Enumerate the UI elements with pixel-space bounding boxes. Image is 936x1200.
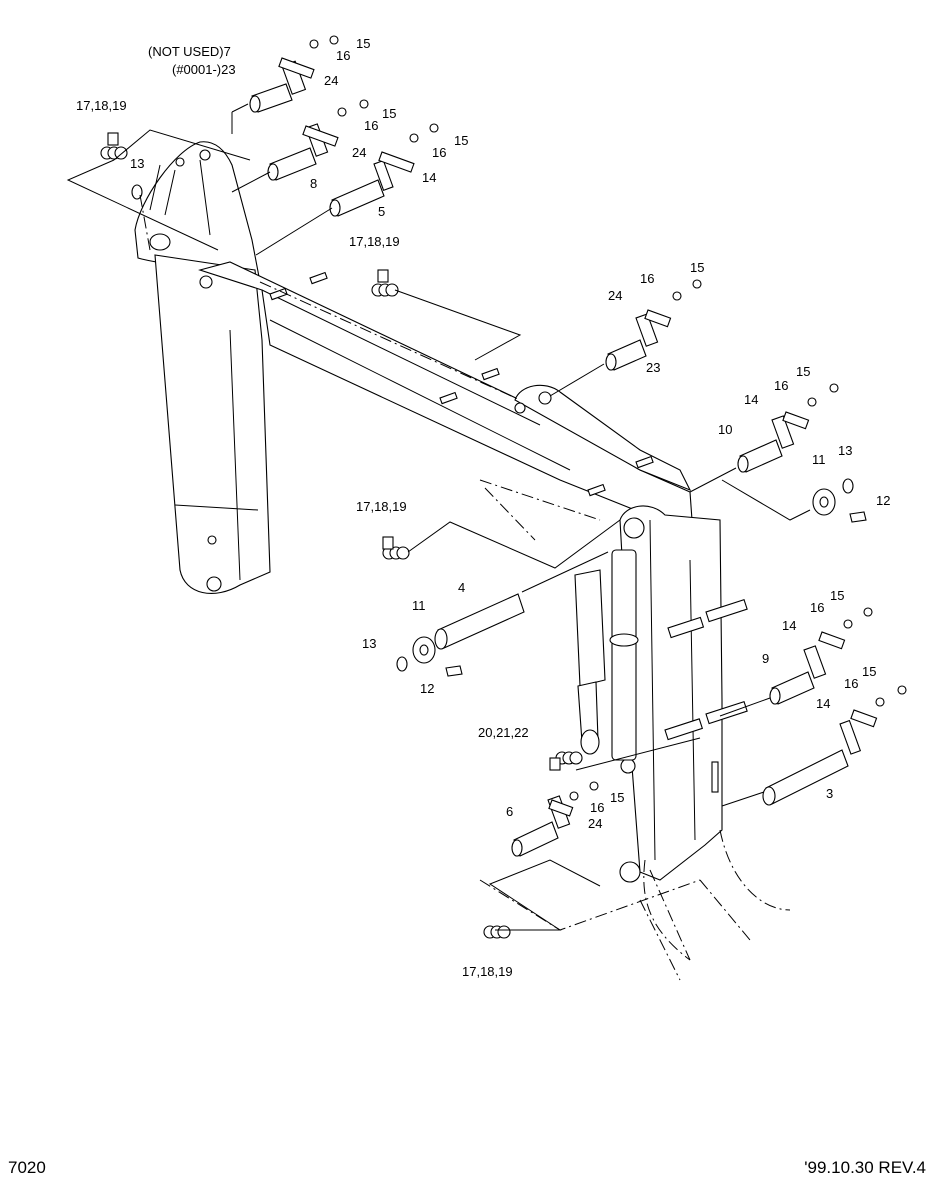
label-13: 13 bbox=[838, 443, 852, 458]
label-15: 15 bbox=[862, 664, 876, 679]
hardware bbox=[100, 35, 907, 939]
label-24: 24 bbox=[352, 145, 366, 160]
boom-foot-hole bbox=[175, 157, 185, 167]
label-24: 24 bbox=[588, 816, 602, 831]
label-14: 14 bbox=[782, 618, 796, 633]
label-11: 11 bbox=[812, 452, 826, 467]
callouts: (NOT USED)7 (#0001-)23 15 16 24 15 16 24… bbox=[76, 36, 890, 979]
label-16: 16 bbox=[774, 378, 788, 393]
label-13: 13 bbox=[362, 636, 376, 651]
label-13: 13 bbox=[130, 156, 144, 171]
label-17-18-19: 17,18,19 bbox=[356, 499, 407, 514]
label-17-18-19: 17,18,19 bbox=[76, 98, 127, 113]
label-17-18-19: 17,18,19 bbox=[349, 234, 400, 249]
label-15: 15 bbox=[382, 106, 396, 121]
label-10: 10 bbox=[718, 422, 732, 437]
page-number: 7020 bbox=[8, 1158, 46, 1177]
label-11: 11 bbox=[412, 598, 426, 613]
label-24: 24 bbox=[608, 288, 622, 303]
label-16: 16 bbox=[336, 48, 350, 63]
label-15: 15 bbox=[830, 588, 844, 603]
arm bbox=[619, 505, 748, 883]
boom-cylinder bbox=[574, 549, 639, 761]
label-4: 4 bbox=[458, 580, 465, 595]
label-serial-23: (#0001-)23 bbox=[172, 62, 236, 77]
revision-stamp: '99.10.30 REV.4 bbox=[804, 1158, 926, 1177]
pins bbox=[249, 60, 862, 857]
label-8: 8 bbox=[310, 176, 317, 191]
label-14: 14 bbox=[422, 170, 436, 185]
label-16: 16 bbox=[810, 600, 824, 615]
label-3: 3 bbox=[826, 786, 833, 801]
label-17-18-19: 17,18,19 bbox=[462, 964, 513, 979]
leader-lines bbox=[66, 103, 811, 981]
label-9: 9 bbox=[762, 651, 769, 666]
label-20-21-22: 20,21,22 bbox=[478, 725, 529, 740]
label-16: 16 bbox=[432, 145, 446, 160]
label-23: 23 bbox=[646, 360, 660, 375]
label-12: 12 bbox=[876, 493, 890, 508]
label-not-used-7: (NOT USED)7 bbox=[148, 44, 231, 59]
label-15: 15 bbox=[796, 364, 810, 379]
label-12: 12 bbox=[420, 681, 434, 696]
label-16: 16 bbox=[364, 118, 378, 133]
label-6: 6 bbox=[506, 804, 513, 819]
boom-foot-hole bbox=[199, 149, 211, 161]
label-24: 24 bbox=[324, 73, 338, 88]
boom bbox=[134, 141, 693, 594]
label-16: 16 bbox=[590, 800, 604, 815]
label-16: 16 bbox=[844, 676, 858, 691]
label-15: 15 bbox=[690, 260, 704, 275]
label-15: 15 bbox=[356, 36, 370, 51]
label-14: 14 bbox=[816, 696, 830, 711]
label-15: 15 bbox=[610, 790, 624, 805]
label-16: 16 bbox=[640, 271, 654, 286]
label-5: 5 bbox=[378, 204, 385, 219]
label-15: 15 bbox=[454, 133, 468, 148]
label-14: 14 bbox=[744, 392, 758, 407]
